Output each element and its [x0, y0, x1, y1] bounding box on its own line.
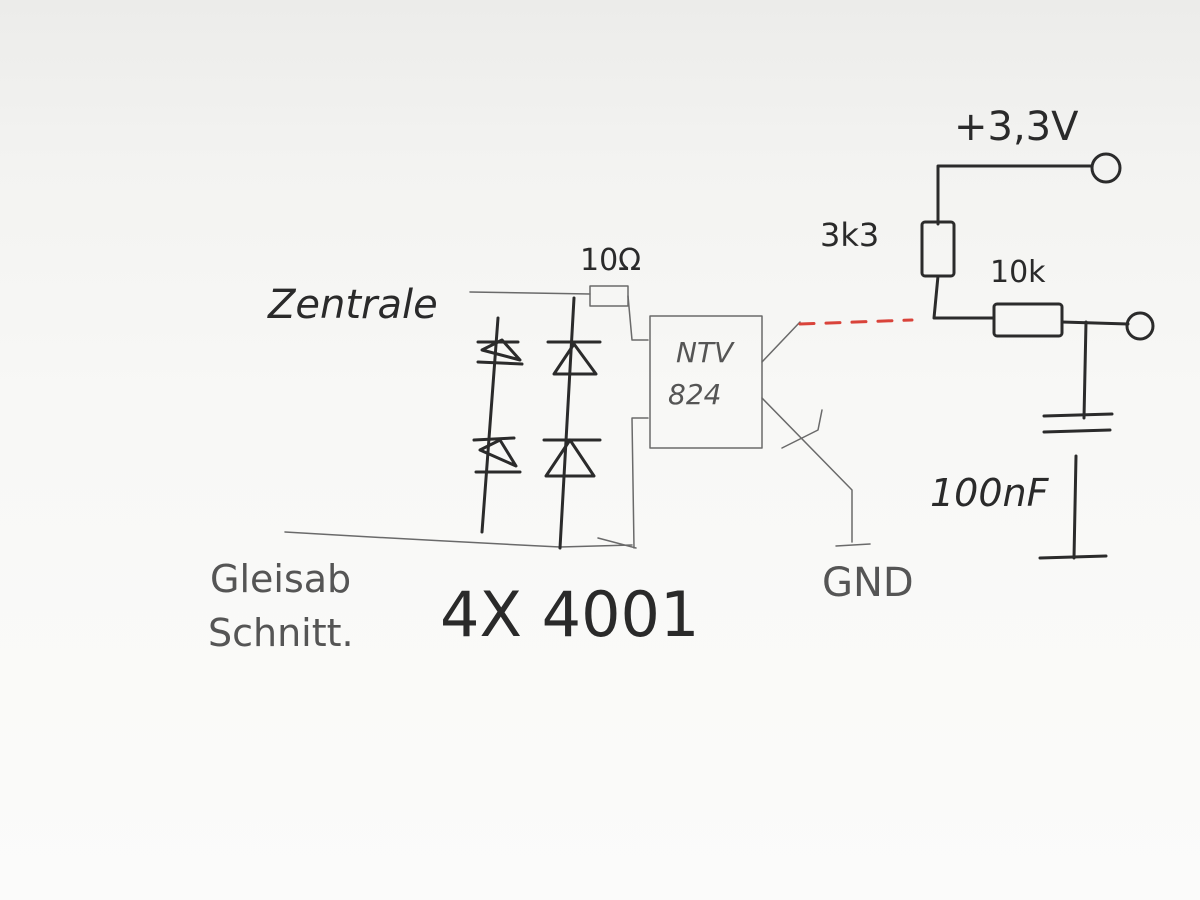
- resistor-3k3: [920, 220, 956, 278]
- dashed-connection: [798, 318, 914, 326]
- supply-terminal: [1090, 152, 1122, 184]
- capacitor-100nf: [1042, 412, 1114, 434]
- optocoupler: [649, 315, 763, 449]
- diode-column-right: [542, 296, 602, 550]
- label-optocoupler-2: 824: [668, 378, 721, 411]
- label-100nf: 100nF: [930, 471, 1050, 515]
- resistor-10k: [992, 302, 1064, 338]
- label-optocoupler-1: NTV: [676, 336, 735, 369]
- diode-column-left: [472, 316, 524, 534]
- label-supply: +3,3V: [954, 104, 1079, 150]
- gleis-wire: [284, 531, 633, 548]
- resistor-10ohm: [589, 285, 649, 341]
- label-3k3: 3k3: [820, 216, 879, 254]
- output-terminal: [1125, 311, 1155, 341]
- zentrale-wire: [469, 291, 591, 295]
- opto-collector-line: [761, 321, 801, 363]
- supply-wire: [936, 164, 1094, 226]
- label-gleisabschnitt-2: Schnitt.: [208, 611, 354, 655]
- label-diodes: 4X 4001: [440, 578, 699, 651]
- opto-return-wire: [631, 417, 649, 549]
- label-10ohm: 10Ω: [580, 243, 641, 278]
- opto-emitter-line: [761, 397, 853, 543]
- label-10k: 10k: [990, 255, 1046, 290]
- capacitor-lead-bottom: [1072, 454, 1078, 560]
- capacitor-ground: [1038, 554, 1108, 560]
- label-gleisabschnitt-1: Gleisab: [210, 557, 351, 601]
- label-zentrale: Zentrale: [267, 282, 438, 328]
- capacitor-lead-top: [1082, 320, 1088, 420]
- label-gnd: GND: [822, 560, 914, 606]
- diode-2: [472, 436, 522, 474]
- diode-1: [476, 338, 524, 366]
- diode-4: [542, 438, 602, 478]
- gnd-symbol: [835, 543, 871, 547]
- diode-3: [546, 340, 602, 376]
